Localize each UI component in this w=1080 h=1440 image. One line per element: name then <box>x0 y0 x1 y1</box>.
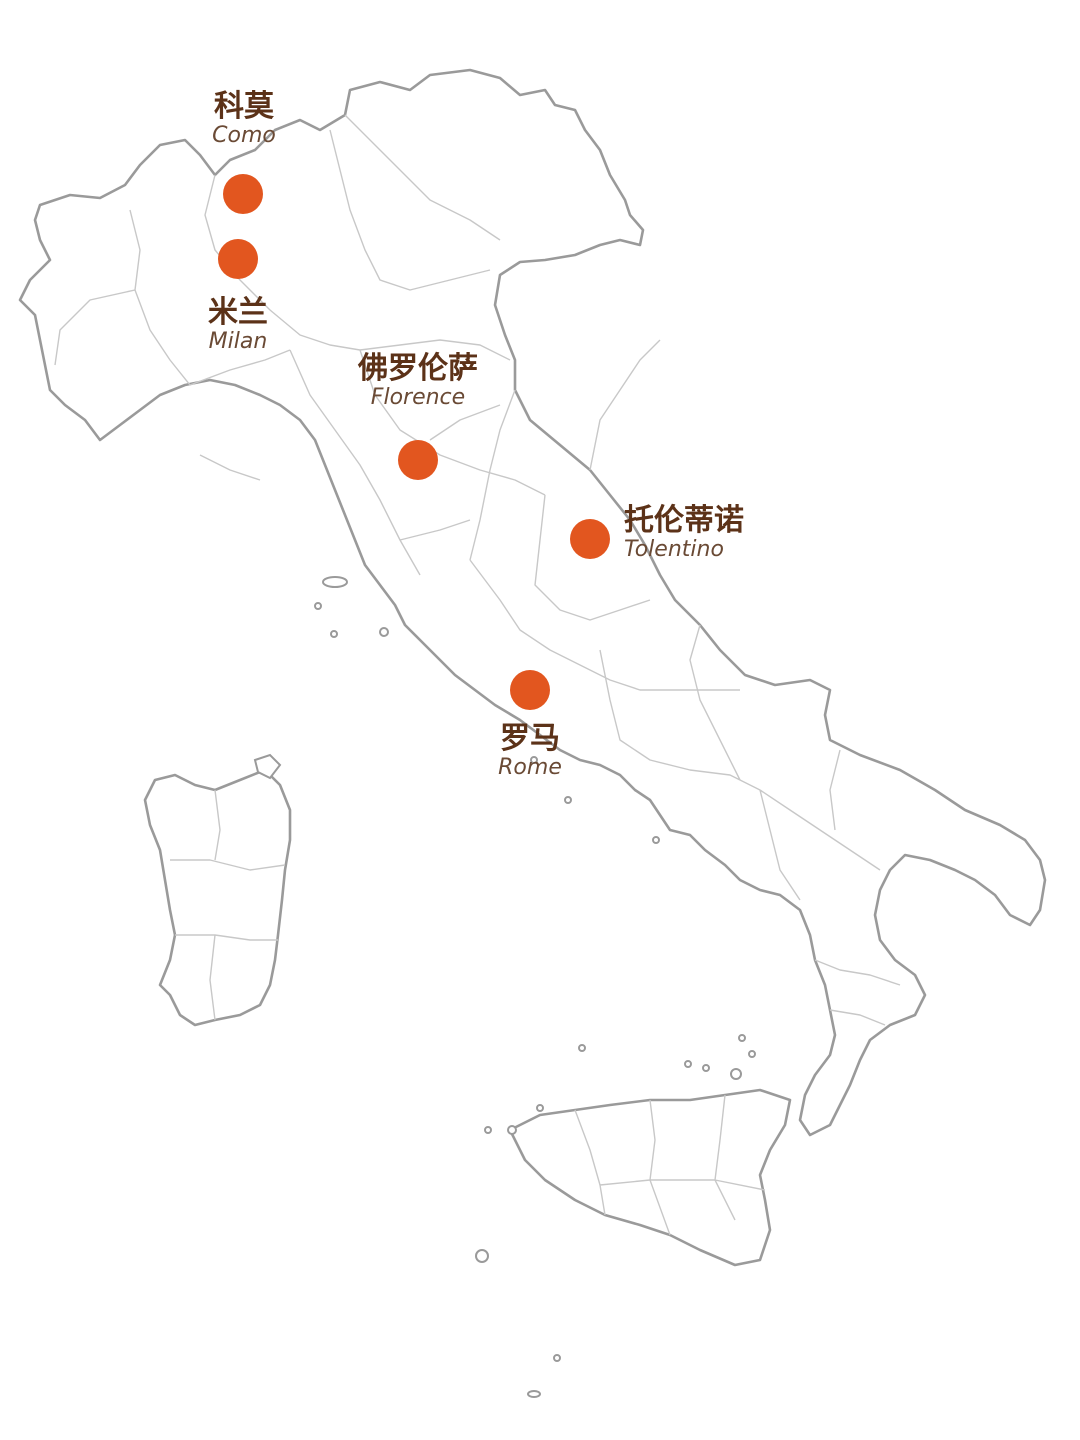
city-name-zh: 托伦蒂诺 <box>624 503 744 538</box>
islet-16 <box>553 1354 561 1362</box>
city-name-zh: 米兰 <box>208 295 268 330</box>
city-name-en: Como <box>212 123 276 148</box>
label-florence: 佛罗伦萨 Florence <box>358 352 478 410</box>
islet-4 <box>530 756 538 764</box>
city-name-zh: 罗马 <box>500 721 560 756</box>
corsica-tip <box>253 753 282 780</box>
islet-17 <box>527 1390 541 1398</box>
city-name-zh: 佛罗伦萨 <box>358 351 478 386</box>
islet-12 <box>738 1034 746 1042</box>
marker-como[interactable] <box>223 174 263 214</box>
sicily-borders <box>574 1094 766 1236</box>
islet-5 <box>564 796 572 804</box>
city-name-en: Florence <box>370 385 466 410</box>
sardinia <box>143 768 292 1027</box>
marker-milan[interactable] <box>218 239 258 279</box>
label-rome: 罗马 Rome <box>498 722 562 780</box>
islet-8 <box>684 1060 692 1068</box>
island-elba <box>322 576 348 588</box>
city-name-zh: 科莫 <box>214 89 274 124</box>
label-como: 科莫 Como <box>212 90 276 148</box>
islet-6 <box>652 836 660 844</box>
mainland-italy <box>18 68 1047 1137</box>
city-name-en: Tolentino <box>624 537 724 562</box>
marker-florence[interactable] <box>398 440 438 480</box>
marker-tolentino[interactable] <box>570 519 610 559</box>
islet-7 <box>578 1044 586 1052</box>
islet-11 <box>748 1050 756 1058</box>
islet-1 <box>314 602 322 610</box>
city-name-en: Milan <box>208 329 268 354</box>
islet-14 <box>507 1125 517 1135</box>
marker-rome[interactable] <box>510 670 550 710</box>
sardinia-borders <box>170 789 286 1021</box>
islet-13 <box>484 1126 492 1134</box>
islet-2 <box>330 630 338 638</box>
region-borders <box>54 114 901 1026</box>
islet-9 <box>702 1064 710 1072</box>
city-name-en: Rome <box>498 755 562 780</box>
islet-18 <box>536 1104 544 1112</box>
islet-10 <box>730 1068 742 1080</box>
islet-15 <box>475 1249 489 1263</box>
label-milan: 米兰 Milan <box>208 296 268 354</box>
islet-3 <box>379 627 389 637</box>
label-tolentino: 托伦蒂诺 Tolentino <box>624 504 744 562</box>
